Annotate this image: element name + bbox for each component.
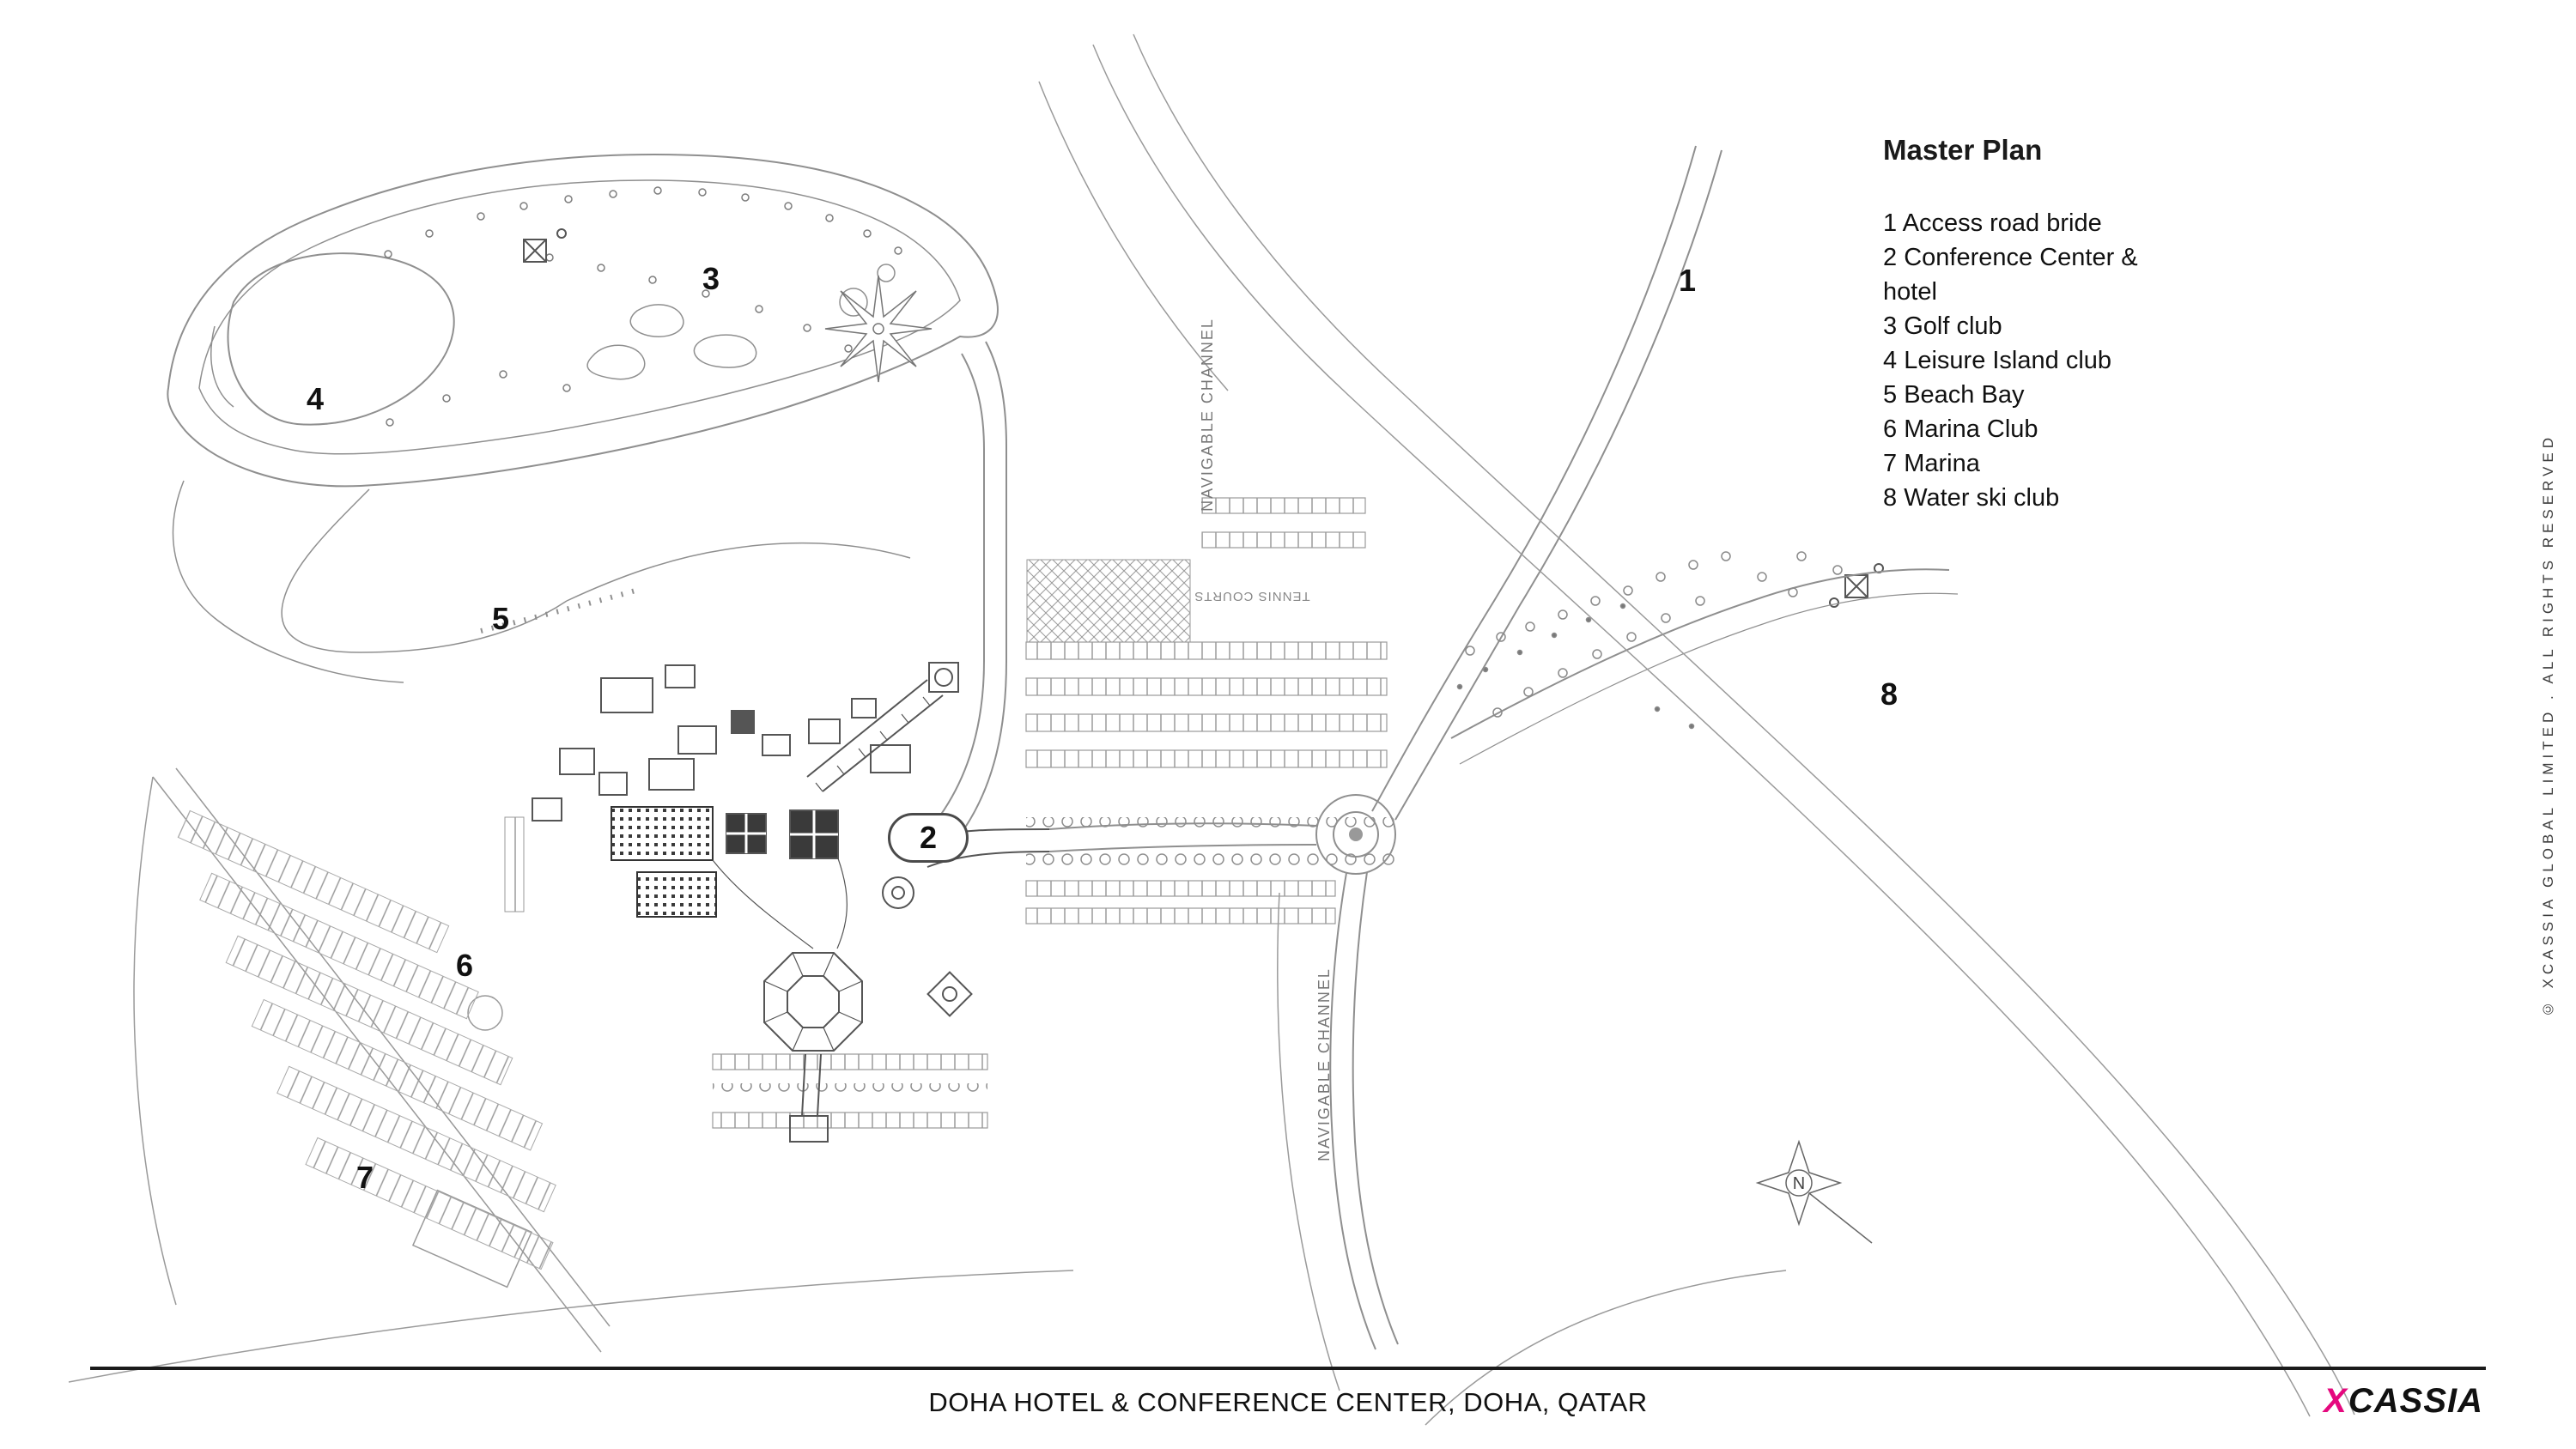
roundabout [1315, 794, 1396, 875]
legend: Master Plan 1 Access road bride 2 Confer… [1883, 134, 2166, 515]
north-arrow-icon: N [1755, 1139, 1873, 1244]
leisure-island [167, 153, 999, 488]
brand-logo-text: CASSIA [2348, 1382, 2483, 1420]
waterski-trees [1456, 551, 1843, 730]
north-label: N [1793, 1174, 1805, 1193]
plan-marker-7: 7 [355, 1160, 374, 1195]
legend-item-number: 1 [1883, 209, 1898, 237]
footer-title: DOHA HOTEL & CONFERENCE CENTER, DOHA, QA… [928, 1387, 1648, 1417]
spine-road [939, 341, 1007, 828]
plan-marker-6: 6 [455, 948, 474, 983]
legend-item: 2 Conference Center & hotel [1883, 240, 2166, 309]
legend-item-label: Access road bride [1902, 209, 2102, 237]
beach-bay-shoreline [172, 480, 911, 683]
plan-marker-1: 1 [1678, 263, 1697, 298]
plan-marker-2: 2 [887, 813, 969, 863]
legend-item-number: 6 [1883, 415, 1898, 443]
footer-rule [90, 1367, 2486, 1370]
marina-parking [177, 809, 556, 1270]
legend-item-label: Marina Club [1904, 415, 2038, 443]
legend-item: 5 Beach Bay [1883, 378, 2166, 412]
legend-item-number: 5 [1883, 381, 1898, 409]
legend-item: 1 Access road bride [1883, 206, 2166, 240]
tennis-courts-block [1026, 559, 1191, 643]
legend-item-number: 2 [1883, 244, 1898, 271]
legend-item-label: Golf club [1904, 312, 2002, 340]
legend-item: 7 Marina [1883, 446, 2166, 481]
utility-box-icon [523, 228, 1884, 608]
legend-item-number: 3 [1883, 312, 1898, 340]
brand-logo: XCASSIA [2324, 1382, 2483, 1421]
island-trees [384, 186, 902, 427]
legend-item-number: 8 [1883, 484, 1898, 512]
navigable-channel-label: NAVIGABLE CHANNEL [1199, 318, 1216, 512]
copyright-text: © XCASSIA GLOBAL LIMITED . ALL RIGHTS RE… [2540, 433, 2556, 1018]
navigable-channel-lines [68, 33, 2355, 1426]
legend-item-label: Water ski club [1904, 484, 2060, 512]
legend-item-label: Beach Bay [1904, 381, 2025, 409]
plan-marker-3: 3 [702, 261, 720, 296]
brand-logo-x: X [2324, 1382, 2348, 1420]
legend-list: 1 Access road bride 2 Conference Center … [1883, 206, 2166, 515]
legend-item: 4 Leisure Island club [1883, 343, 2166, 378]
legend-item: 6 Marina Club [1883, 412, 2166, 446]
legend-item-number: 7 [1883, 450, 1898, 477]
tennis-courts-label: TENNIS COURTS [1194, 589, 1309, 603]
plan-marker-5: 5 [491, 601, 510, 636]
hotel-complex [504, 662, 1050, 1143]
plan-marker-8: 8 [1880, 676, 1899, 712]
legend-item-label: Marina [1904, 450, 1980, 477]
legend-item-number: 4 [1883, 347, 1898, 374]
legend-title: Master Plan [1883, 134, 2043, 166]
legend-item: 8 Water ski club [1883, 481, 2166, 515]
roads [1048, 145, 1959, 1350]
legend-item-label: Conference Center & hotel [1883, 244, 2138, 306]
navigable-channel-label: NAVIGABLE CHANNEL [1315, 967, 1333, 1161]
plan-marker-4: 4 [306, 381, 325, 416]
legend-item-label: Leisure Island club [1904, 347, 2112, 374]
central-parking [712, 497, 1395, 1129]
legend-item: 3 Golf club [1883, 309, 2166, 343]
star-feature [824, 275, 933, 383]
